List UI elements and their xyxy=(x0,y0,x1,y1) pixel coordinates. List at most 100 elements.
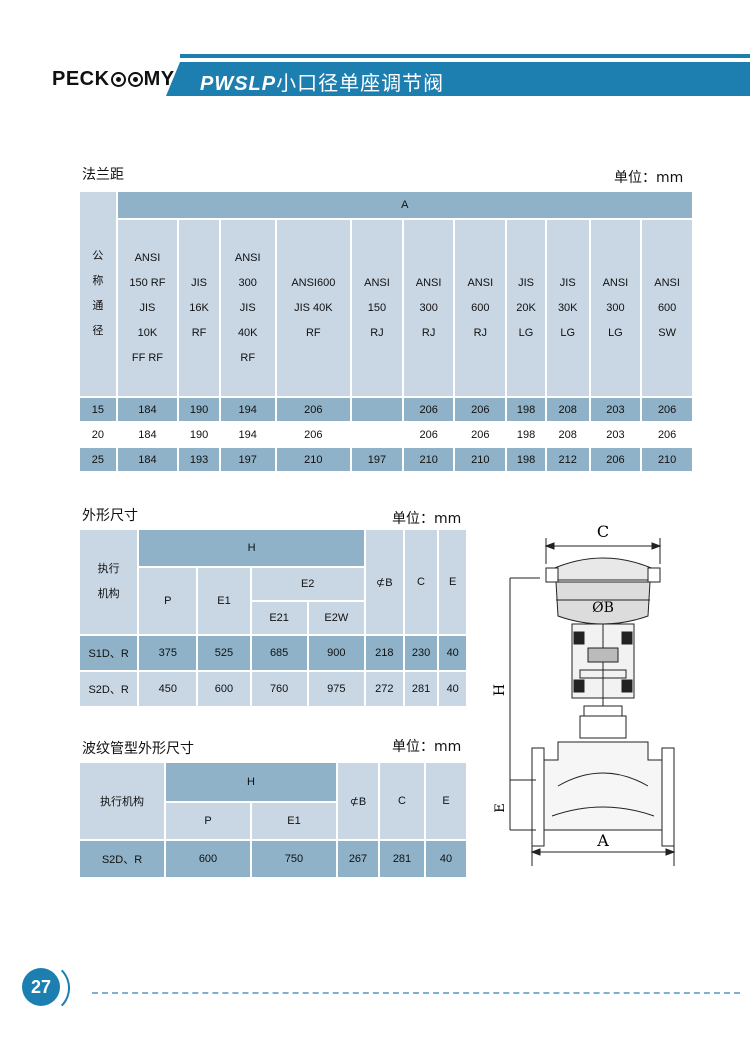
table-cell: 40 xyxy=(424,839,468,879)
table-cell: 193 xyxy=(177,446,221,473)
valve-drawing: C ØB H E A xyxy=(492,522,676,866)
table-cell: 750 xyxy=(250,839,338,879)
footer-divider xyxy=(92,992,740,994)
table-cell: 206 xyxy=(640,421,694,448)
table-cell: 206 xyxy=(453,421,508,448)
table-cell: 198 xyxy=(505,396,547,423)
table-cell: 267 xyxy=(336,839,380,879)
actuator-cell: S1D、R xyxy=(77,634,140,672)
bellows-p-header: P xyxy=(164,801,252,841)
table-cell: 272 xyxy=(363,670,405,708)
table-cell: 208 xyxy=(544,396,591,423)
table-cell: 210 xyxy=(274,446,353,473)
e-header: E xyxy=(437,528,468,636)
table-cell xyxy=(350,421,404,448)
table-cell: 194 xyxy=(218,421,277,448)
dim-h-label: H xyxy=(492,684,508,696)
table-cell: 197 xyxy=(218,446,277,473)
table-cell: 206 xyxy=(453,396,508,423)
table-cell: 218 xyxy=(363,634,405,672)
flange-unit: 单位：mm xyxy=(614,170,684,186)
table-cell: 40 xyxy=(437,670,468,708)
bellows-h-header: H xyxy=(164,761,338,803)
table-cell: 184 xyxy=(115,446,180,473)
dim-e-label: E xyxy=(493,803,508,813)
actuator-cell: S2D、R xyxy=(78,839,166,879)
actuator-cell: S2D、R xyxy=(77,670,140,708)
c-header: C xyxy=(402,528,440,636)
table-cell: 208 xyxy=(544,421,591,448)
bellows-e1-header: E1 xyxy=(250,801,338,841)
table-cell: 206 xyxy=(274,421,353,448)
table-cell: 600 xyxy=(164,839,252,879)
table-cell: 375 xyxy=(137,634,199,672)
e2w-header: E2W xyxy=(306,600,366,636)
table-cell: 194 xyxy=(218,396,277,423)
page-badge-arc xyxy=(18,962,70,1014)
table-cell: 760 xyxy=(249,670,309,708)
table-cell: 206 xyxy=(640,396,694,423)
table-cell: 281 xyxy=(402,670,440,708)
bellows-b-header: ⊄B xyxy=(336,761,380,841)
table-cell: 212 xyxy=(544,446,591,473)
outline-section-title: 外形尺寸 xyxy=(82,508,138,524)
table-cell: 450 xyxy=(137,670,199,708)
flange-section-title: 法兰距 xyxy=(82,167,124,183)
bellows-section-title: 波纹管型外形尺寸 xyxy=(82,741,194,757)
table-cell: 281 xyxy=(378,839,426,879)
table-cell: 525 xyxy=(196,634,252,672)
bellows-actuator-header: 执行机构 xyxy=(78,761,166,841)
h-header: H xyxy=(137,528,366,568)
page-title: PWSLP小口径单座调节阀 xyxy=(200,71,445,95)
outline-unit: 单位：mm xyxy=(392,511,462,527)
nominal-diameter-cell: 25 xyxy=(78,446,118,473)
table-cell: 40 xyxy=(437,634,468,672)
bellows-unit: 单位：mm xyxy=(392,739,462,755)
flange-group-header: A xyxy=(115,190,695,220)
e21-header: E21 xyxy=(249,600,309,636)
table-cell: 198 xyxy=(505,421,547,448)
table-cell: 900 xyxy=(306,634,366,672)
e2-header: E2 xyxy=(249,566,366,602)
table-cell: 206 xyxy=(401,421,456,448)
title-band: PWSLP小口径单座调节阀 xyxy=(166,54,750,96)
table-cell: 198 xyxy=(505,446,547,473)
table-cell xyxy=(350,396,404,423)
table-cell: 184 xyxy=(115,396,180,423)
dim-c-label: C xyxy=(597,522,609,541)
nominal-diameter-cell: 20 xyxy=(78,421,118,448)
bellows-e-header: E xyxy=(424,761,468,841)
table-cell: 190 xyxy=(177,396,221,423)
table-cell: 975 xyxy=(306,670,366,708)
p-header: P xyxy=(137,566,199,636)
table-cell: 210 xyxy=(453,446,508,473)
page-number: 27 xyxy=(22,968,60,1006)
table-cell: 203 xyxy=(588,396,643,423)
e1-header: E1 xyxy=(196,566,252,636)
table-cell: 184 xyxy=(115,421,180,448)
nominal-diameter-header: 公称通径 xyxy=(78,190,118,398)
table-cell: 600 xyxy=(196,670,252,708)
actuator-header: 执行机构 xyxy=(77,528,140,636)
dim-b-label: ØB xyxy=(592,600,614,616)
table-cell: 206 xyxy=(401,396,456,423)
table-cell: 210 xyxy=(401,446,456,473)
